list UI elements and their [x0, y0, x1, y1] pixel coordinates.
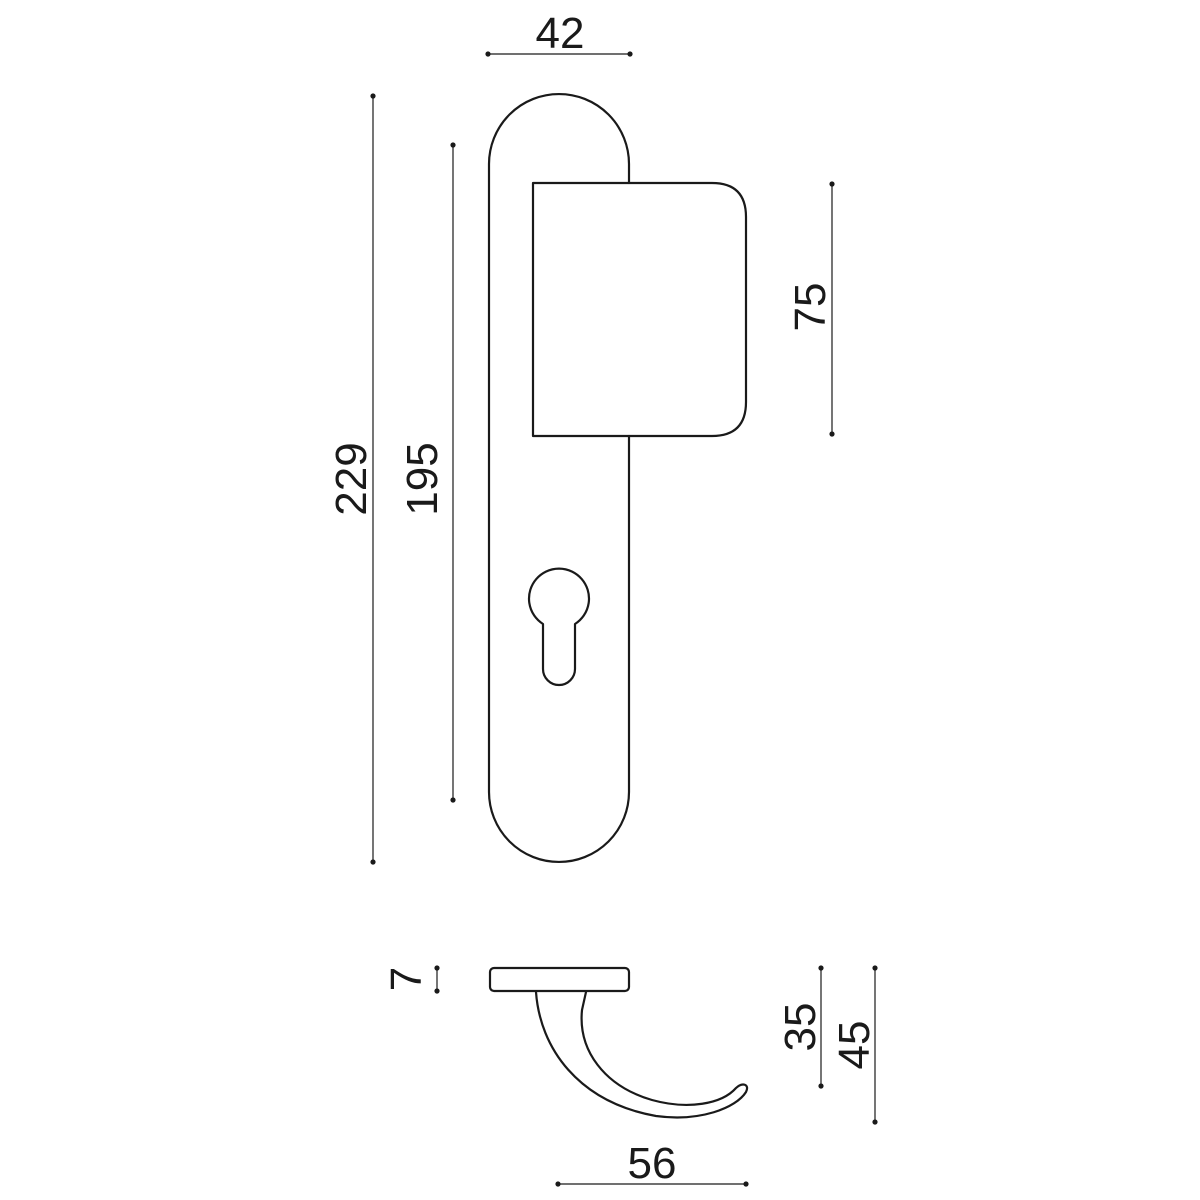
keyhole-cutout — [527, 567, 591, 687]
dimension-plate-width: 42 — [485, 9, 633, 58]
dim-label-lever-drop-inner: 35 — [776, 1003, 825, 1052]
dim-label-plate-height: 195 — [398, 442, 447, 515]
dim-label-plate-width: 42 — [536, 9, 585, 58]
dimension-overall-height: 229 — [327, 93, 376, 865]
side-view: 7 35 45 56 — [382, 965, 879, 1188]
dim-label-lever-drop-outer: 45 — [830, 1021, 879, 1070]
dim-label-lever-projection: 56 — [628, 1139, 677, 1188]
lever-profile — [534, 990, 749, 1119]
dimension-plate-height: 195 — [398, 142, 456, 803]
rose-profile — [488, 966, 631, 993]
dimension-lever-drop-inner: 35 — [776, 965, 825, 1089]
front-view: 42 229 195 75 — [327, 9, 835, 865]
dim-label-overall-height: 229 — [327, 442, 376, 515]
dim-label-rose-thickness: 7 — [382, 967, 431, 991]
backplate-outline — [487, 92, 631, 864]
dim-label-handle-height: 75 — [786, 283, 835, 332]
dimension-lever-projection: 56 — [555, 1139, 749, 1188]
pull-handle-outline — [531, 181, 748, 438]
dimension-handle-height: 75 — [786, 181, 835, 437]
dimension-rose-thickness: 7 — [382, 965, 440, 994]
dimension-lever-drop-outer: 45 — [830, 965, 879, 1125]
